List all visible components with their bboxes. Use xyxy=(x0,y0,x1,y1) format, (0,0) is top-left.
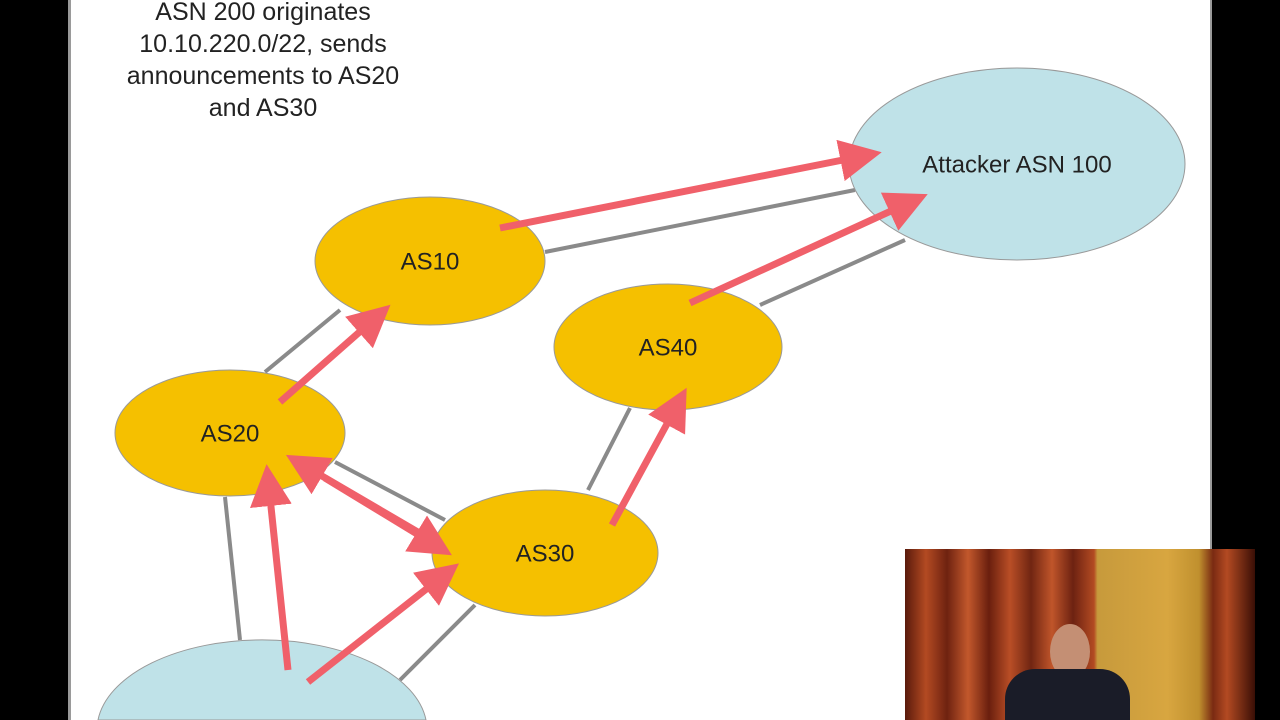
link-as10-attacker xyxy=(544,188,856,254)
arrow-as40-attacker xyxy=(688,192,928,307)
links xyxy=(223,188,906,682)
link-asn200-as20 xyxy=(223,496,242,641)
node-label-as40: AS40 xyxy=(639,334,698,361)
link-asn200-as30 xyxy=(398,603,477,682)
arrow-as30-as40 xyxy=(608,387,687,527)
arrow-asn200-as30 xyxy=(305,563,460,685)
node-label-attacker: Attacker ASN 100 xyxy=(922,151,1111,178)
node-label-as10: AS10 xyxy=(401,248,460,275)
arrow-as20-as30 xyxy=(323,475,452,556)
arrow-as20-as10 xyxy=(277,304,391,405)
slide-caption: ASN 200 originates 10.10.220.0/22, sends… xyxy=(126,0,400,122)
announcement-arrows xyxy=(250,139,928,685)
link-as20-as10 xyxy=(263,308,342,374)
arrow-asn200-as20 xyxy=(250,464,292,671)
node-as10[interactable] xyxy=(314,196,546,326)
node-label-as20: AS20 xyxy=(201,420,260,447)
node-asn200[interactable] xyxy=(97,639,427,720)
arrow-as10-attacker xyxy=(499,139,882,232)
node-label-as30: AS30 xyxy=(516,540,575,567)
speaker-body xyxy=(1005,669,1130,720)
speaker-video-inset xyxy=(905,549,1255,720)
link-as40-attacker xyxy=(759,238,906,307)
link-as20-as30 xyxy=(334,460,446,522)
link-as30-as40 xyxy=(586,407,632,491)
